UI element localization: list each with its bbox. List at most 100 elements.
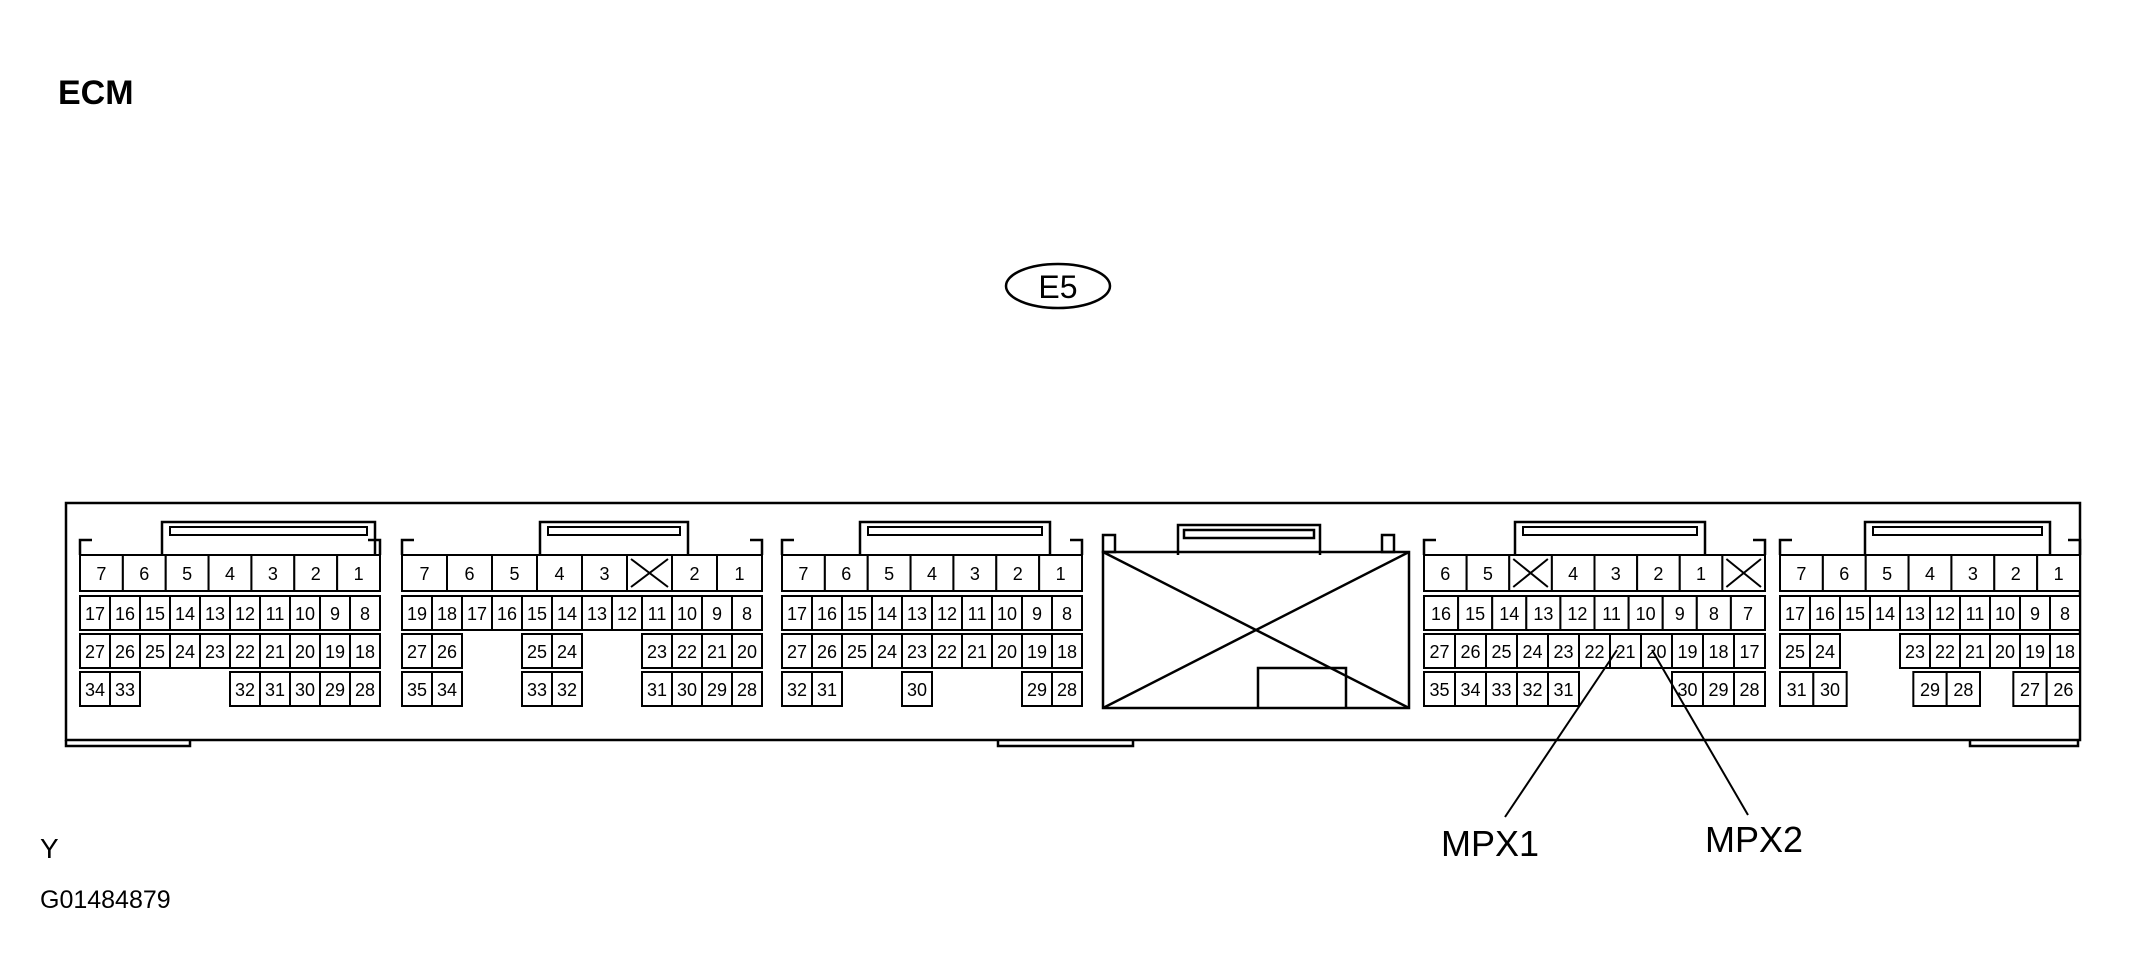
pin-cell: 1 <box>2036 554 2081 592</box>
pin-cell: 15 <box>841 595 873 631</box>
latch <box>538 520 690 555</box>
pin-cell: 2 <box>293 554 339 592</box>
pin-cell: 16 <box>491 595 523 631</box>
pin-number: 13 <box>205 604 225 624</box>
pin-number: 19 <box>407 604 427 624</box>
pin-cell: 8 <box>2049 595 2081 631</box>
pin-cell: 34 <box>79 671 111 707</box>
pin-cell: 1 <box>1678 554 1724 592</box>
pin-cell: 6 <box>121 554 167 592</box>
callout-mpx2: MPX2 <box>1705 819 1803 860</box>
pin-cell: 4 <box>909 554 955 592</box>
pin-cell: 17 <box>79 595 111 631</box>
pin-number: 17 <box>85 604 105 624</box>
pin-number: 13 <box>1905 604 1925 624</box>
pin-number: 19 <box>1027 642 1047 662</box>
pin-number: 18 <box>437 604 457 624</box>
pin-number: 5 <box>509 564 519 584</box>
pin-number: 20 <box>1646 642 1666 662</box>
pin-number: 14 <box>1875 604 1895 624</box>
pin-cell: 32 <box>229 671 261 707</box>
pin-number: 21 <box>1965 642 1985 662</box>
pin-cell: 14 <box>551 595 583 631</box>
pin-number: 5 <box>884 564 894 584</box>
pin-number: 26 <box>817 642 837 662</box>
pin-cell: 3 <box>1593 554 1639 592</box>
pin-cell: 12 <box>611 595 643 631</box>
pin-number: 17 <box>1785 604 1805 624</box>
pin-cell: 4 <box>1907 554 1953 592</box>
pin-number: 2 <box>311 564 321 584</box>
pin-number: 17 <box>1739 642 1759 662</box>
latch-slot <box>547 526 681 536</box>
pin-cell: 33 <box>109 671 141 707</box>
pin-cell: 22 <box>931 633 963 669</box>
pin-number: 25 <box>527 642 547 662</box>
pin-number: 1 <box>2054 564 2064 584</box>
pin-cell: 28 <box>1945 671 1981 707</box>
pin-number: 8 <box>360 604 370 624</box>
pin-cell: 4 <box>207 554 253 592</box>
pin-cell: 7 <box>79 554 124 592</box>
pin-cell: 12 <box>931 595 963 631</box>
pin-cell: 21 <box>701 633 733 669</box>
pin-number: 30 <box>1677 680 1697 700</box>
pin-number: 18 <box>2055 642 2075 662</box>
pin-number: 10 <box>1995 604 2015 624</box>
pin-number: 22 <box>1584 642 1604 662</box>
pin-cell: 28 <box>1733 671 1766 707</box>
pin-cell: 18 <box>2049 633 2081 669</box>
pin-number: 16 <box>497 604 517 624</box>
pin-cell: 10 <box>1627 595 1664 631</box>
pin-number: 5 <box>182 564 192 584</box>
pin-cell: 4 <box>536 554 583 592</box>
unused-pin <box>1508 554 1553 592</box>
pin-number: 31 <box>817 680 837 700</box>
latch-slot <box>169 526 368 536</box>
pin-cell: 30 <box>671 671 703 707</box>
pin-cell: 19 <box>401 595 433 631</box>
pin-number: 31 <box>647 680 667 700</box>
pin-cell: 3 <box>581 554 628 592</box>
pin-cell: 9 <box>701 595 733 631</box>
pin-cell: 15 <box>521 595 553 631</box>
pin-number: 13 <box>907 604 927 624</box>
pin-cell: 35 <box>1423 671 1456 707</box>
pin-number: 27 <box>85 642 105 662</box>
pin-cell: 5 <box>1864 554 1910 592</box>
pin-cell: 10 <box>289 595 321 631</box>
pin-cell: 21 <box>1609 633 1642 669</box>
pin-cell: 6 <box>446 554 493 592</box>
pin-cell: 26 <box>2045 671 2081 707</box>
pin-cell: 24 <box>1809 633 1841 669</box>
pin-number: 30 <box>1820 680 1840 700</box>
pin-number: 9 <box>2030 604 2040 624</box>
pin-number: 21 <box>265 642 285 662</box>
pin-number: 18 <box>1708 642 1728 662</box>
pin-cell: 16 <box>109 595 141 631</box>
pin-number: 12 <box>617 604 637 624</box>
pin-number: 7 <box>798 564 808 584</box>
pin-number: 4 <box>554 564 564 584</box>
pin-cell: 31 <box>1547 671 1580 707</box>
pin-number: 22 <box>937 642 957 662</box>
pin-number: 32 <box>235 680 255 700</box>
pin-number: 15 <box>847 604 867 624</box>
pin-cell: 12 <box>229 595 261 631</box>
pin-cell: 25 <box>139 633 171 669</box>
pin-number: 4 <box>1925 564 1935 584</box>
pin-number: 23 <box>1553 642 1573 662</box>
pin-cell: 20 <box>1989 633 2021 669</box>
latch-slot <box>867 526 1043 536</box>
pin-number: 18 <box>355 642 375 662</box>
pin-number: 21 <box>1615 642 1635 662</box>
pin-cell: 6 <box>823 554 869 592</box>
pin-number: 11 <box>1602 604 1621 624</box>
pin-cell: 9 <box>1661 595 1698 631</box>
pin-cell: 1 <box>716 554 763 592</box>
pin-number: 10 <box>295 604 315 624</box>
pin-number: 15 <box>1845 604 1865 624</box>
